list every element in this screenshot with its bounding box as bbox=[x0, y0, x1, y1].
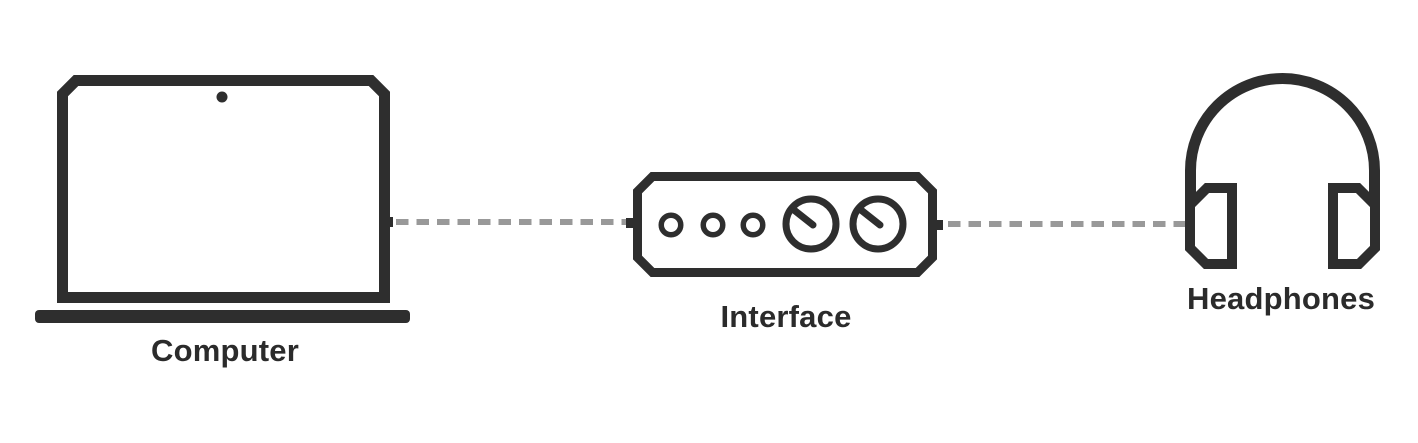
audio-interface-icon bbox=[633, 172, 937, 277]
laptop-webcam-dot bbox=[216, 91, 228, 103]
headphones-right-earcup bbox=[1328, 183, 1380, 269]
interface-knob-2 bbox=[849, 195, 907, 253]
headphones-band bbox=[1185, 73, 1380, 208]
node-computer bbox=[35, 70, 410, 325]
laptop-screen bbox=[57, 75, 390, 303]
node-interface bbox=[628, 167, 942, 282]
interface-port-3 bbox=[740, 212, 766, 238]
node-label-headphones: Headphones bbox=[1186, 281, 1376, 316]
interface-output-port-nub bbox=[934, 220, 943, 230]
interface-input-port-nub bbox=[626, 218, 635, 228]
node-headphones bbox=[1170, 68, 1392, 278]
interface-port-2 bbox=[700, 212, 726, 238]
laptop-icon bbox=[35, 75, 410, 323]
interface-knob-1 bbox=[782, 195, 840, 253]
headphones-left-earcup bbox=[1185, 183, 1237, 269]
node-label-computer: Computer bbox=[151, 333, 299, 368]
laptop-base bbox=[35, 310, 410, 323]
interface-knob-1-pointer bbox=[790, 206, 817, 229]
headphones-icon bbox=[1185, 73, 1380, 269]
node-label-interface: Interface bbox=[720, 299, 852, 334]
interface-knob-2-pointer bbox=[857, 206, 884, 229]
interface-port-1 bbox=[658, 212, 684, 238]
